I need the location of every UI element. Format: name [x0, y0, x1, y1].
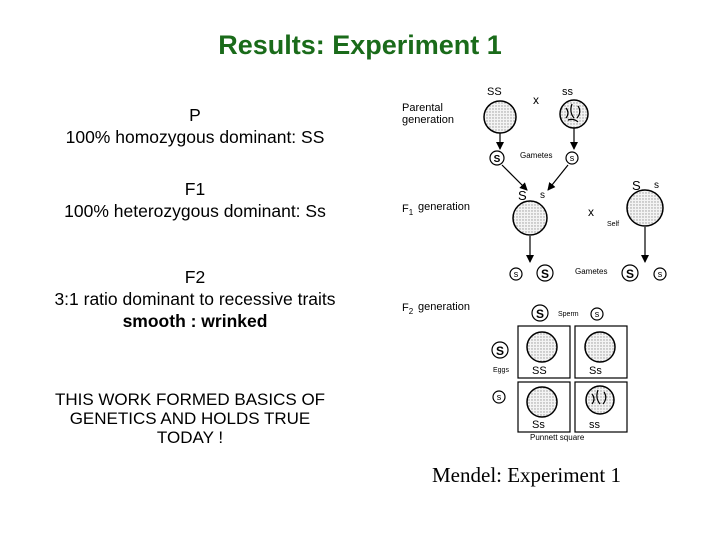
f2-generation-block: F2 3:1 ratio dominant to recessive trait… [30, 266, 360, 332]
svg-text:S: S [626, 267, 634, 281]
f1-genotype-s: s [540, 190, 545, 201]
punnett-pea-ss-wrinkled [585, 385, 615, 415]
punnett-cell-3: Ss [532, 419, 545, 431]
svg-text:s: s [497, 392, 502, 402]
closing-line-2: GENETICS AND HOLDS TRUE [69, 409, 311, 428]
slide-title: Results: Experiment 1 [218, 30, 502, 60]
parent1-genotype: SS [487, 86, 502, 98]
punnett-pea-Ss-bottom [526, 386, 558, 418]
wrinkled-pea-parent [559, 99, 589, 129]
f2-generation-label: F2 generation [402, 301, 470, 316]
f2-text: 3:1 ratio dominant to recessive traits [54, 289, 336, 309]
gametes-label-parental: Gametes [520, 151, 552, 160]
f1-genotype-S: S [518, 188, 527, 203]
svg-text:F2: F2 [402, 302, 414, 316]
punnett-square-label: Punnett square [530, 433, 585, 442]
diagram-caption: Mendel: Experiment 1 [432, 463, 621, 487]
cross-symbol-parental: x [533, 93, 539, 107]
gamete-S-f1-left: S [536, 264, 554, 282]
arrow-gametes-f1-left [501, 164, 528, 191]
gamete-s-parent: s [565, 151, 579, 165]
cross-symbol-f1: x [588, 205, 594, 219]
smooth-pea-f1 [512, 200, 548, 236]
self-label: Self [607, 221, 619, 228]
sperm-gamete-S: S [531, 304, 549, 322]
sperm-label: Sperm [558, 311, 579, 318]
gamete-S-f1-right: S [621, 264, 639, 282]
parent2-genotype: ss [562, 86, 574, 98]
punnett-cell-2: Ss [589, 365, 602, 377]
egg-gamete-S: S [491, 341, 509, 359]
f2-heading: F2 [184, 267, 206, 287]
svg-text:S: S [536, 307, 544, 321]
punnett-cell-4: ss [589, 419, 601, 431]
punnett-cell-1: SS [532, 365, 547, 377]
f1-generation-block: F1 100% heterozygous dominant: Ss [40, 178, 350, 222]
punnett-pea-Ss-top [584, 331, 616, 363]
gamete-s-f1-left: s [509, 267, 523, 281]
f1-heading: F1 [184, 179, 206, 199]
gamete-S-parent: S [489, 150, 505, 166]
smooth-pea-parent [483, 100, 517, 134]
svg-text:S: S [496, 344, 504, 358]
closing-line-1: THIS WORK FORMED BASICS OF [54, 390, 326, 409]
sperm-gamete-s: s [590, 307, 604, 321]
punnett-square: SS Ss Ss ss [517, 325, 628, 433]
f2-subtext: smooth : wrinked [122, 311, 268, 331]
svg-text:generation: generation [418, 301, 470, 313]
svg-text:F1: F1 [402, 203, 414, 217]
svg-text:s: s [514, 269, 519, 279]
p-generation-block: P 100% homozygous dominant: SS [40, 104, 350, 148]
eggs-label: Eggs [493, 367, 509, 374]
f1-generation-label: F1 generation [402, 201, 470, 217]
punnett-pea-SS [526, 331, 558, 363]
gamete-s-f1-right: s [653, 267, 667, 281]
svg-text:s: s [658, 269, 663, 279]
svg-text:generation: generation [418, 201, 470, 213]
f1-right-genotype-S: S [632, 178, 641, 193]
f1-right-genotype-s: s [654, 180, 659, 191]
egg-gamete-s: s [492, 390, 506, 404]
svg-text:S: S [541, 267, 549, 281]
p-heading: P [189, 105, 201, 125]
closing-line-3: TODAY ! [156, 428, 224, 447]
arrow-gametes-f1-right [547, 164, 569, 191]
closing-statement: THIS WORK FORMED BASICS OF GENETICS AND … [20, 390, 360, 447]
f1-text: 100% heterozygous dominant: Ss [64, 201, 326, 221]
gametes-label-f1: Gametes [575, 267, 607, 276]
svg-text:S: S [494, 154, 501, 165]
svg-text:s: s [570, 153, 575, 163]
parental-label-2: generation [402, 114, 454, 126]
smooth-pea-f1-self [626, 189, 664, 227]
p-text: 100% homozygous dominant: SS [65, 127, 325, 147]
svg-text:s: s [595, 309, 600, 319]
parental-label-1: Parental [402, 102, 443, 114]
